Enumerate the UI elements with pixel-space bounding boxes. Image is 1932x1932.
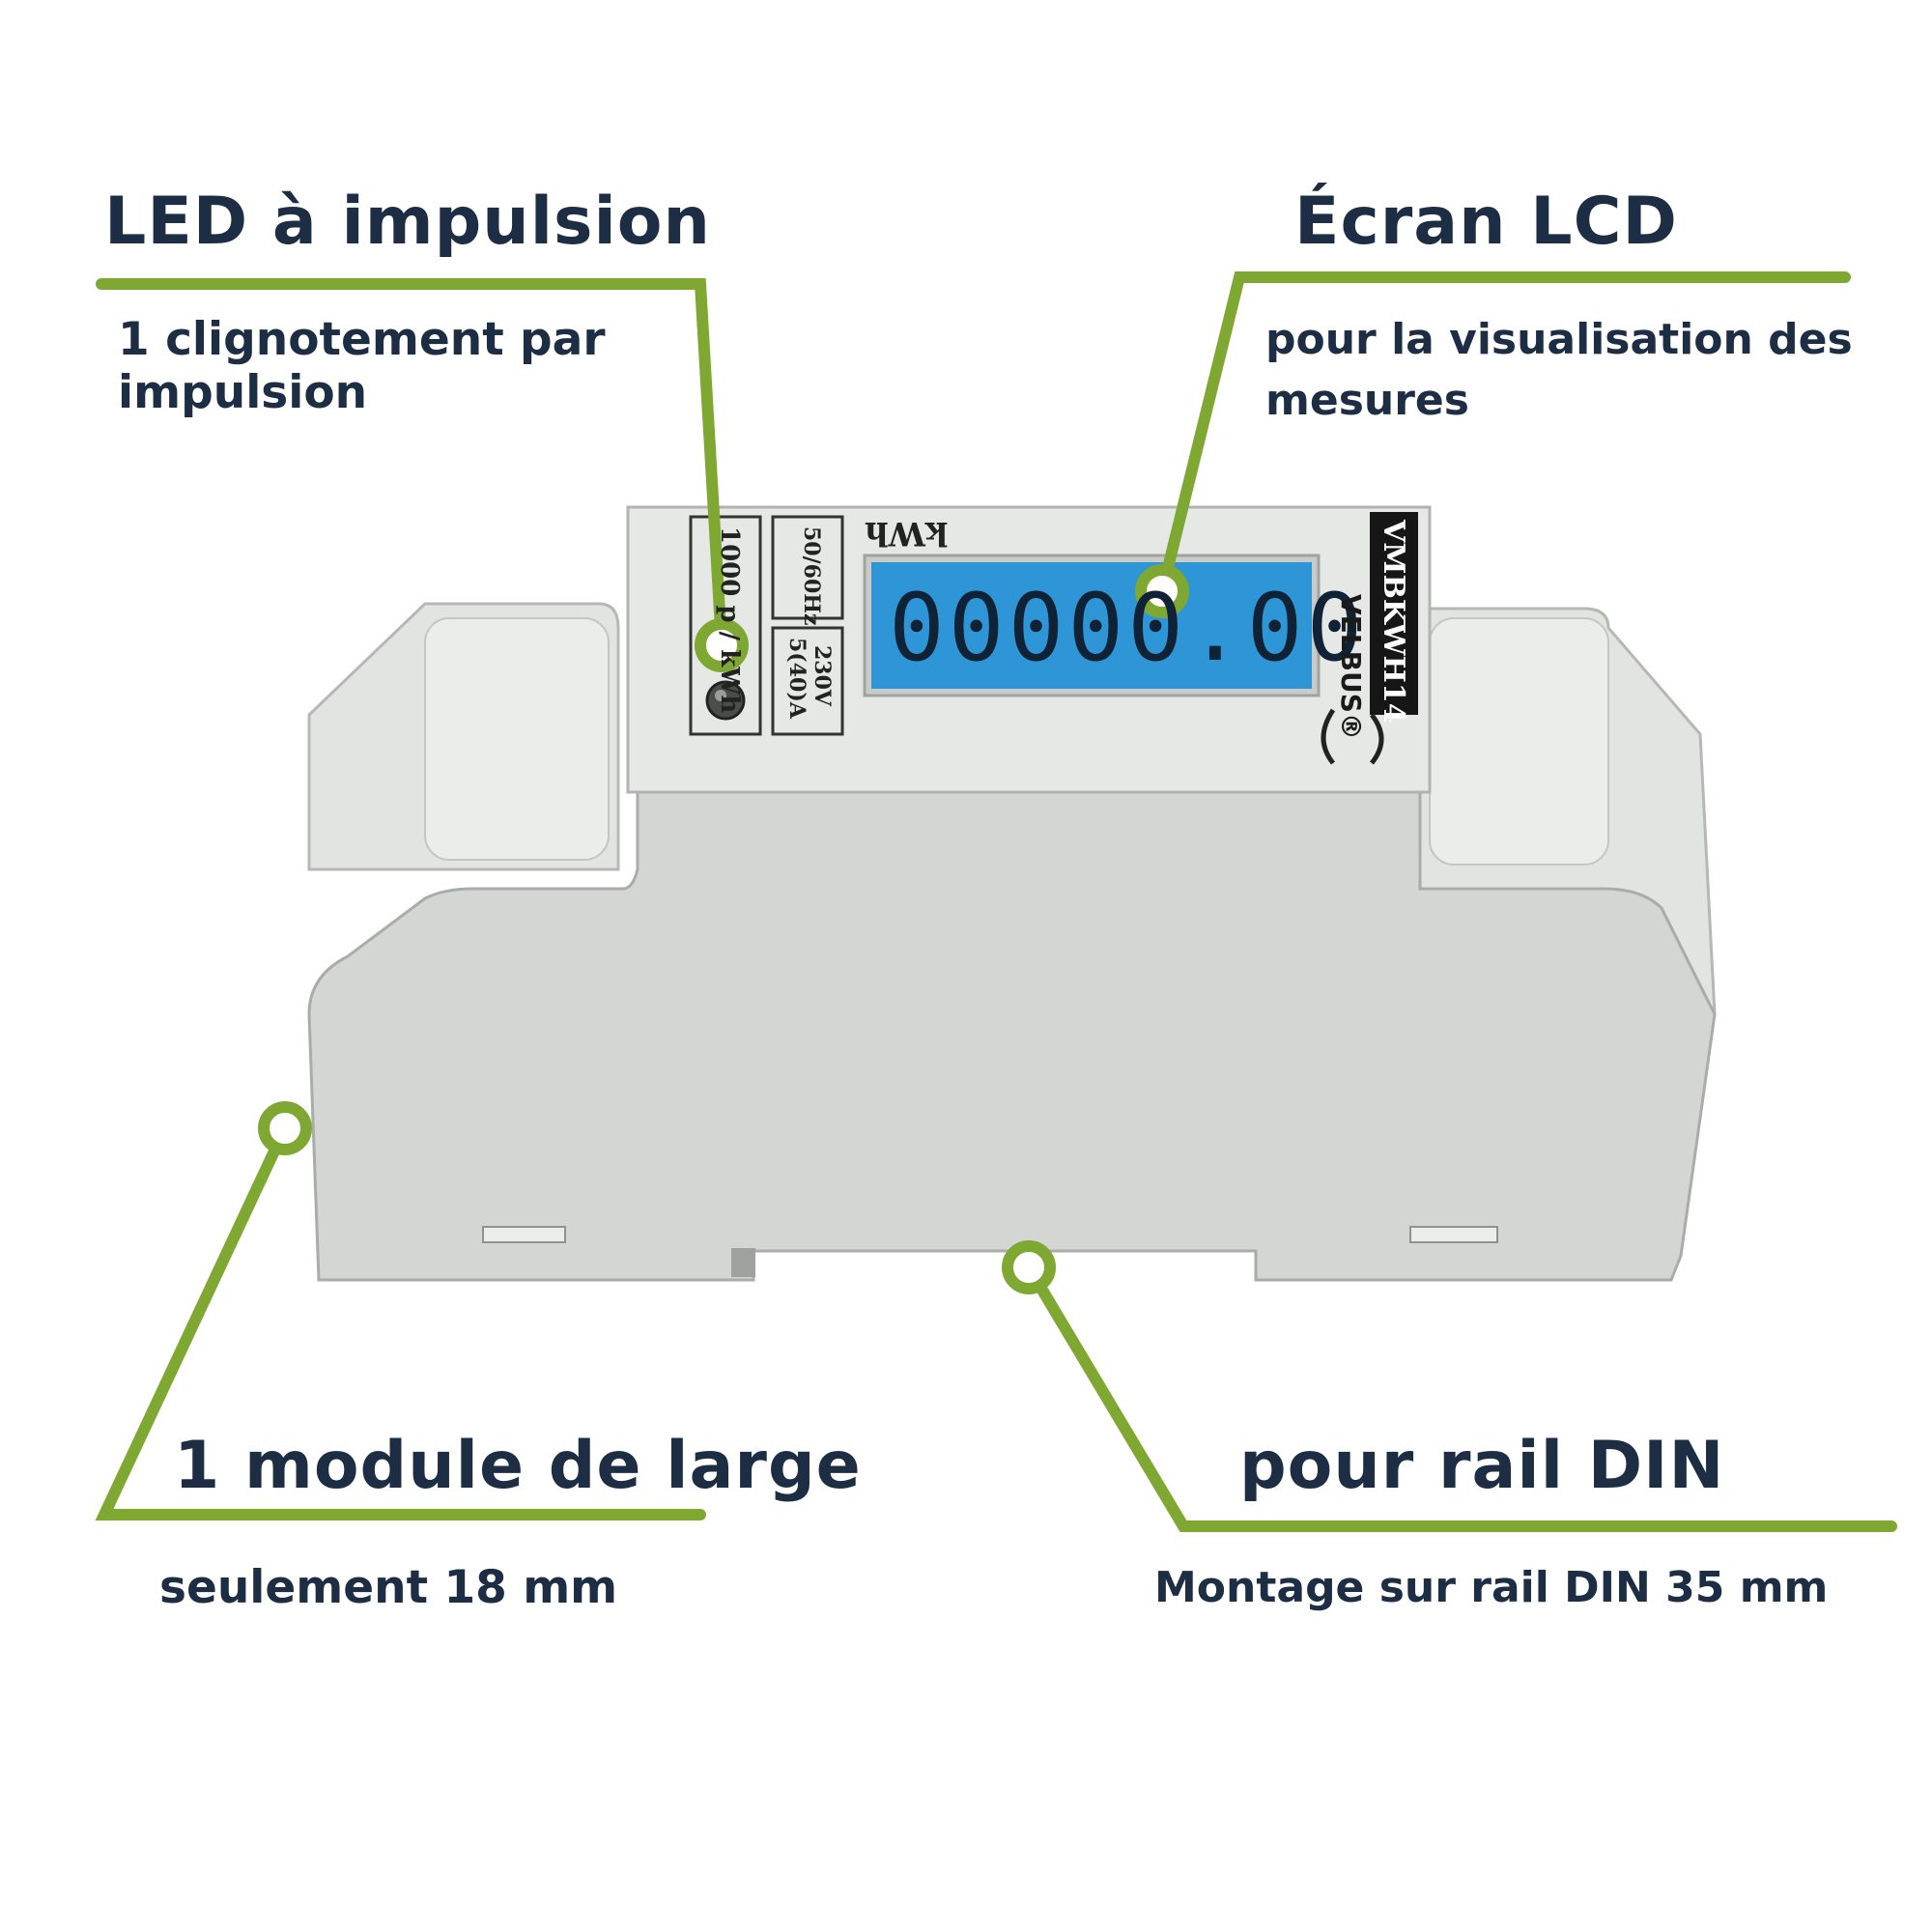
- din-rail-clip: [731, 1248, 755, 1277]
- current-label: 5(40)A: [784, 638, 810, 719]
- led-callout-title: LED à impulsion: [104, 184, 711, 260]
- rating-label-box: [771, 626, 844, 736]
- impulse-label-box: [689, 515, 762, 736]
- width-callout-title: 1 module de large: [174, 1428, 862, 1504]
- unit-label: kWh: [865, 514, 949, 553]
- callout-lines: [95, 271, 1897, 1532]
- lcd-callout-line1: pour la visualisation des: [1265, 315, 1853, 364]
- pulse-led-icon: [705, 680, 746, 721]
- brand-logo-icon: [1321, 708, 1384, 765]
- model-strip: [1370, 512, 1418, 715]
- callout-line-din: [1023, 1262, 1897, 1532]
- callout-dots: [258, 564, 1189, 1294]
- frequency-label: 50/60Hz: [799, 526, 824, 626]
- left-recess: [424, 617, 610, 861]
- right-recess: [1429, 617, 1609, 866]
- voltage-label: 230V: [810, 645, 835, 706]
- bottom-slot-left: [482, 1226, 566, 1243]
- callout-dot-lcd: [1135, 564, 1189, 618]
- led-glint: [715, 690, 726, 701]
- led-callout-line1: 1 clignotement par: [118, 313, 606, 366]
- model-label: VMBKWH14: [1377, 520, 1410, 724]
- bottom-slot-right: [1409, 1226, 1498, 1243]
- din-callout-line1: Montage sur rail DIN 35 mm: [1154, 1563, 1829, 1612]
- brand-label: VELBUS®: [1335, 594, 1367, 740]
- lcd-screen: [871, 562, 1312, 689]
- lcd-callout-line2: mesures: [1265, 376, 1469, 425]
- callout-dot-width: [258, 1101, 312, 1155]
- frequency-label-box: [771, 515, 844, 620]
- width-callout-line1: seulement 18 mm: [159, 1561, 618, 1614]
- callout-line-lcd: [1156, 271, 1851, 597]
- callout-dot-din: [1002, 1240, 1056, 1294]
- impulse-label: 1000 p / kWh: [715, 526, 744, 714]
- callout-dot-led: [695, 618, 749, 672]
- lcd-callout-title: Écran LCD: [1294, 184, 1678, 260]
- callout-line-led: [96, 278, 727, 651]
- din-callout-title: pour rail DIN: [1239, 1428, 1725, 1504]
- meter-body: [307, 790, 1717, 1282]
- lcd-reading: 00000.00: [889, 574, 1367, 682]
- callout-line-width: [95, 1122, 706, 1520]
- led-callout-line2: impulsion: [118, 366, 368, 419]
